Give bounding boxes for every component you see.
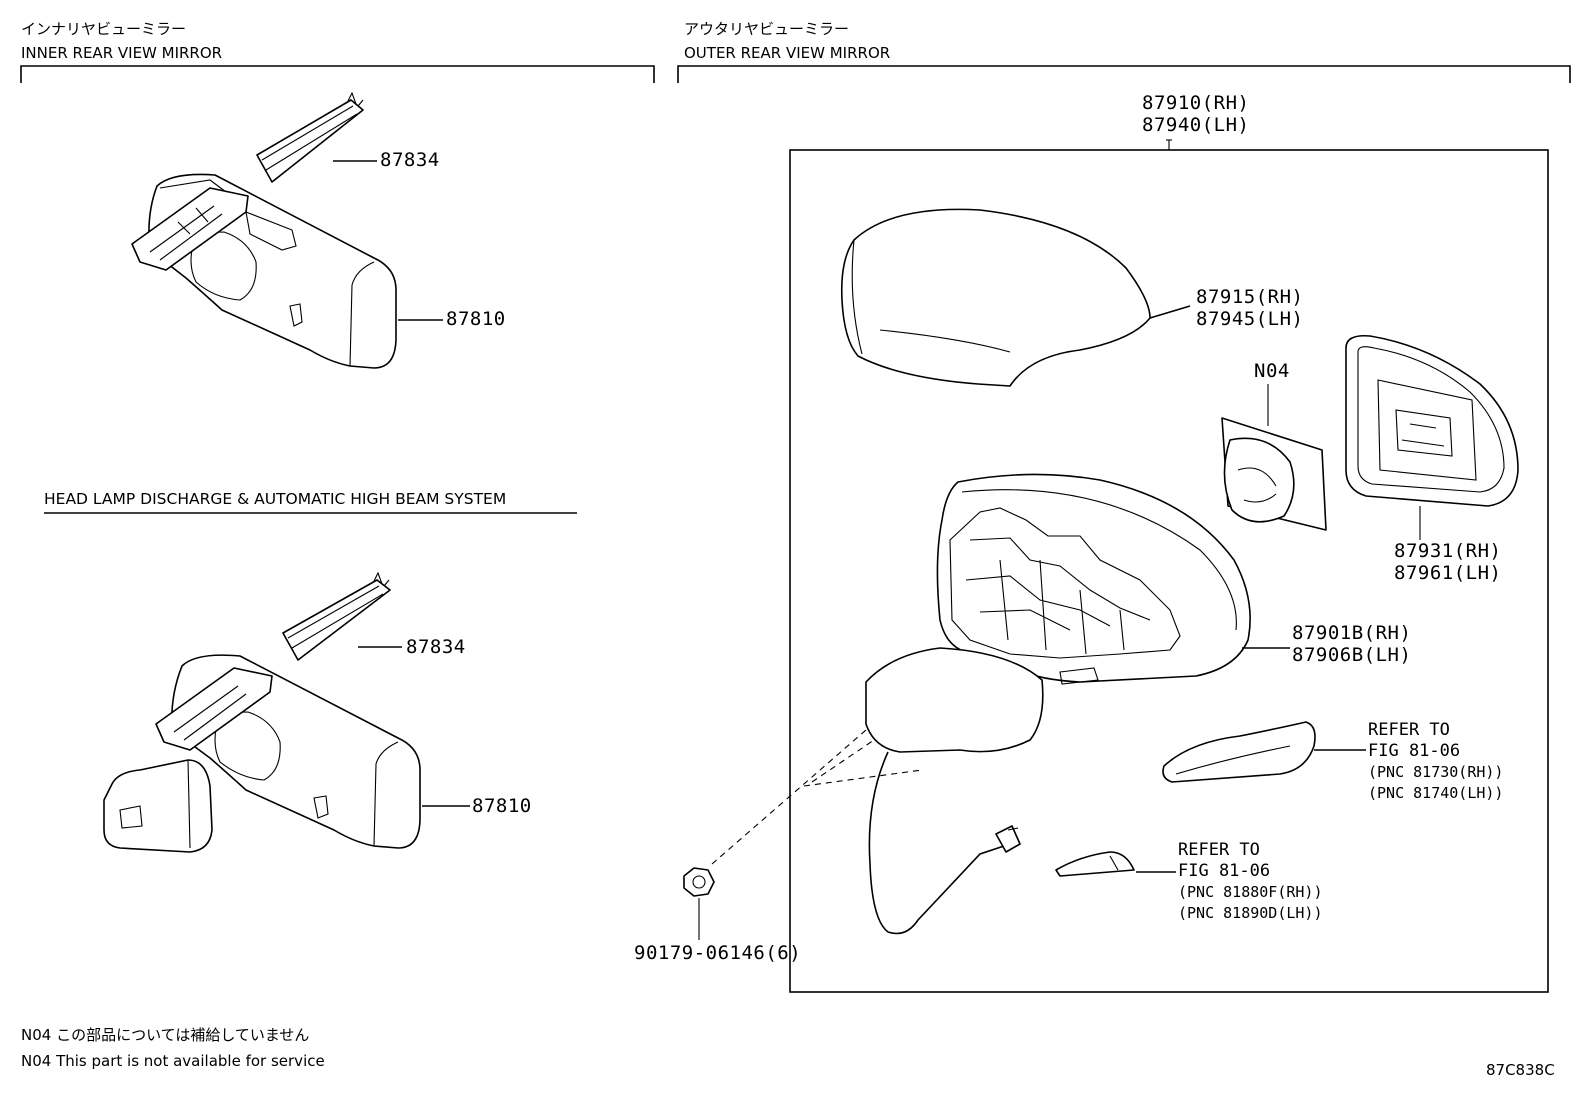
outer-section-bracket (677, 65, 1571, 83)
motor-drawing (1221, 384, 1327, 531)
part-label-87834-top[interactable]: 87834 (380, 149, 440, 171)
ref-turn-lamp[interactable]: REFER TO FIG 81-06 (PNC 81730(RH)) (PNC … (1368, 720, 1503, 804)
ref-turn-lamp-line2: FIG 81-06 (1368, 741, 1461, 761)
mounting-dash-lines (711, 729, 923, 865)
note-en: N04 This part is not available for servi… (21, 1052, 325, 1070)
part-label-87810-bottom[interactable]: 87810 (472, 795, 532, 817)
part-label-n04[interactable]: N04 (1254, 360, 1290, 382)
ref-foot-lamp-line4: (PNC 81890D(LH)) (1178, 904, 1323, 922)
nut-drawing (683, 867, 715, 940)
note-jp: N04 この部品については補給していません (21, 1026, 310, 1044)
mirror-glass-drawing (1345, 334, 1519, 540)
outer-assy-box (789, 139, 1549, 993)
part-label-87810-top[interactable]: 87810 (446, 308, 506, 330)
part-label-90179-06146[interactable]: 90179-06146(6) (634, 942, 802, 964)
part-label-87834-bottom[interactable]: 87834 (406, 636, 466, 658)
part-label-87961-lh[interactable]: 87961(LH) (1394, 562, 1502, 584)
hid-system-title: HEAD LAMP DISCHARGE & AUTOMATIC HIGH BEA… (44, 490, 507, 508)
outer-title-en: OUTER REAR VIEW MIRROR (684, 44, 891, 62)
harness-drawing (868, 751, 1021, 935)
ref-foot-lamp[interactable]: REFER TO FIG 81-06 (PNC 81880F(RH)) (PNC… (1178, 840, 1323, 924)
ref-turn-lamp-line4: (PNC 81740(LH)) (1368, 784, 1504, 802)
inner-cover-top-drawing (256, 91, 377, 183)
ref-foot-lamp-line2: FIG 81-06 (1178, 861, 1271, 881)
mirror-body-drawing (865, 473, 1290, 753)
ref-turn-lamp-line3: (PNC 81730(RH)) (1368, 763, 1504, 781)
inner-mirror-top-drawing (131, 173, 443, 369)
outer-title-jp: アウタリヤビューミラー (684, 20, 850, 38)
ref-turn-lamp-line1: REFER TO (1368, 720, 1450, 740)
part-label-87906b-lh[interactable]: 87906B(LH) (1292, 644, 1412, 666)
inner-title-en: INNER REAR VIEW MIRROR (21, 44, 223, 62)
inner-mirror-bottom-drawing (103, 654, 470, 853)
ref-foot-lamp-line1: REFER TO (1178, 840, 1260, 860)
part-label-87915-rh[interactable]: 87915(RH) (1196, 286, 1304, 308)
inner-section-bracket (20, 65, 655, 83)
part-label-87910-rh[interactable]: 87910(RH) (1142, 92, 1250, 114)
inner-cover-bottom-drawing (282, 571, 402, 661)
part-label-87931-rh[interactable]: 87931(RH) (1394, 540, 1502, 562)
foot-lamp-drawing (1055, 851, 1176, 877)
figure-id: 87C838C (1486, 1061, 1555, 1079)
inner-title-jp: インナリヤビューミラー (21, 20, 187, 38)
part-label-87940-lh[interactable]: 87940(LH) (1142, 114, 1250, 136)
turn-lamp-drawing (1162, 721, 1366, 783)
part-label-87945-lh[interactable]: 87945(LH) (1196, 308, 1304, 330)
mirror-cover-drawing (840, 208, 1191, 387)
ref-foot-lamp-line3: (PNC 81880F(RH)) (1178, 883, 1323, 901)
part-label-87901b-rh[interactable]: 87901B(RH) (1292, 622, 1412, 644)
